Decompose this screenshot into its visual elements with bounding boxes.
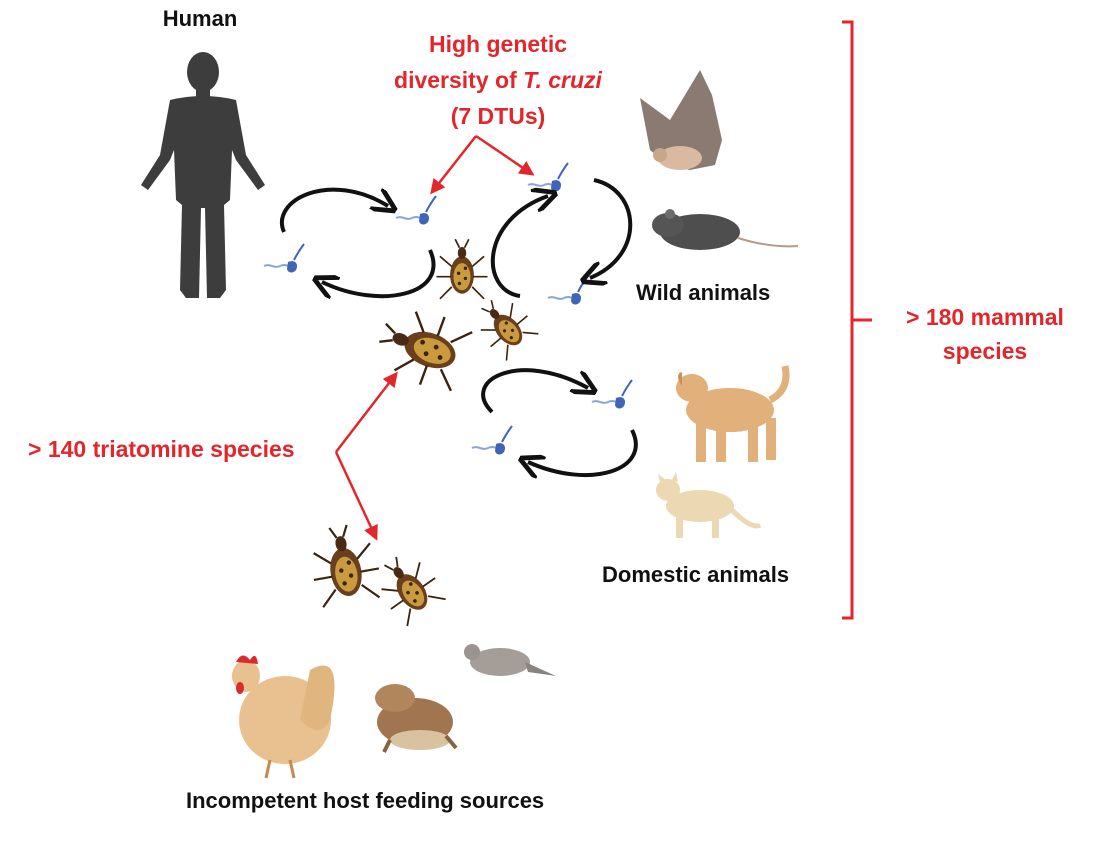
dove-icon [464,644,556,676]
triatomine-bug-icon [304,238,542,630]
trypanosome-icon [263,162,633,456]
dog-icon [676,365,790,462]
genetic-arrows [430,134,535,195]
genetic-line-1: High genetic [428,31,567,57]
genetic-line-3: (7 DTUs) [450,103,546,129]
genetic-line-2-prefix: diversity of [394,67,524,93]
human-silhouette-icon [141,52,265,298]
species-name: T. cruzi [523,67,602,93]
mammal-species-label: > 180 mammal species [880,300,1090,368]
frog-icon [375,684,458,753]
triatomine-arrows [334,371,398,541]
mammal-bracket [842,20,872,620]
genetic-line-2: diversity of T. cruzi [358,62,638,98]
incompetent-hosts-label: Incompetent host feeding sources [186,788,545,813]
rat-icon [652,209,799,250]
human-label: Human [162,6,238,31]
bat-icon [640,70,722,170]
genetic-diversity-label: High genetic diversity of T. cruzi (7 DT… [358,26,638,134]
mammal-line-2: species [942,338,1028,364]
wild-animals-label: Wild animals [636,280,771,305]
triatomine-species-label: > 140 triatomine species [28,436,295,462]
rooster-icon [232,655,335,779]
mammal-line-1: > 180 mammal [906,304,1064,330]
cat-icon [656,472,762,538]
domestic-animals-label: Domestic animals [602,562,790,587]
cycle-arrow-icon [280,178,638,475]
